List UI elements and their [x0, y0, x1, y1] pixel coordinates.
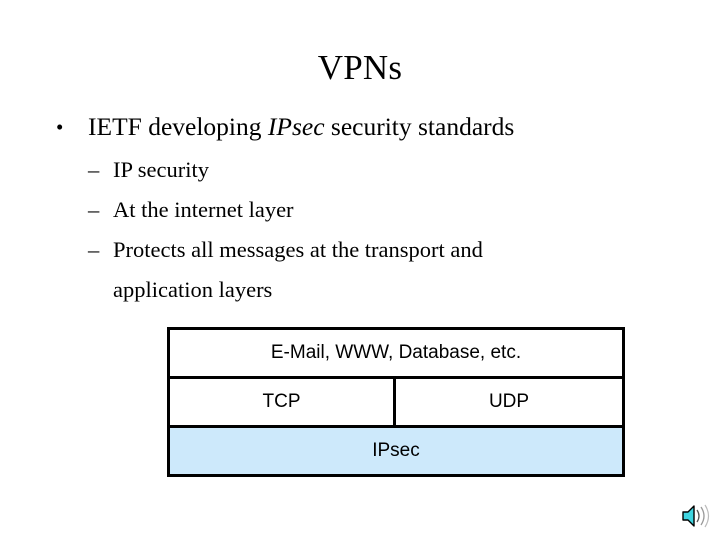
sub-bullet-label: At the internet layer: [113, 197, 294, 222]
table-cell-ipsec: IPsec: [170, 428, 622, 474]
sub-bullet-list: –IP security –At the internet layer –Pro…: [44, 150, 684, 310]
bullet-text-italic: IPsec: [267, 112, 325, 141]
table-row-ipsec: IPsec: [170, 425, 622, 474]
dash-marker-icon: –: [88, 237, 100, 262]
bullet-level1: • IETF developing IPsec security standard…: [44, 110, 684, 144]
dash-marker-icon: –: [88, 157, 100, 182]
slide-body: • IETF developing IPsec security standard…: [44, 110, 684, 310]
table-row-application: E-Mail, WWW, Database, etc.: [170, 330, 622, 376]
bullet-text-after: security standards: [324, 112, 515, 141]
table-cell-tcp: TCP: [170, 379, 396, 425]
bullet-text-before: IETF developing: [88, 112, 268, 141]
sub-bullet-label: Protects all messages at the transport a…: [113, 237, 483, 262]
page-title: VPNs: [317, 48, 403, 87]
table-cell-application-layer: E-Mail, WWW, Database, etc.: [170, 330, 622, 376]
protocol-layer-table: E-Mail, WWW, Database, etc. TCP UDP IPse…: [167, 327, 625, 477]
sub-bullet-protects-messages: –Protects all messages at the transport …: [44, 230, 684, 310]
sub-bullet-label-wrap: application layers: [113, 277, 273, 302]
sub-bullet-ip-security: –IP security: [44, 150, 684, 190]
table-row-transport: TCP UDP: [170, 376, 622, 425]
dash-marker-icon: –: [88, 197, 100, 222]
sub-bullet-internet-layer: –At the internet layer: [44, 190, 684, 230]
table-cell-udp: UDP: [396, 379, 622, 425]
speaker-sound-icon[interactable]: [681, 503, 711, 529]
bullet-marker-icon: •: [56, 115, 64, 139]
sub-bullet-label: IP security: [113, 157, 210, 182]
